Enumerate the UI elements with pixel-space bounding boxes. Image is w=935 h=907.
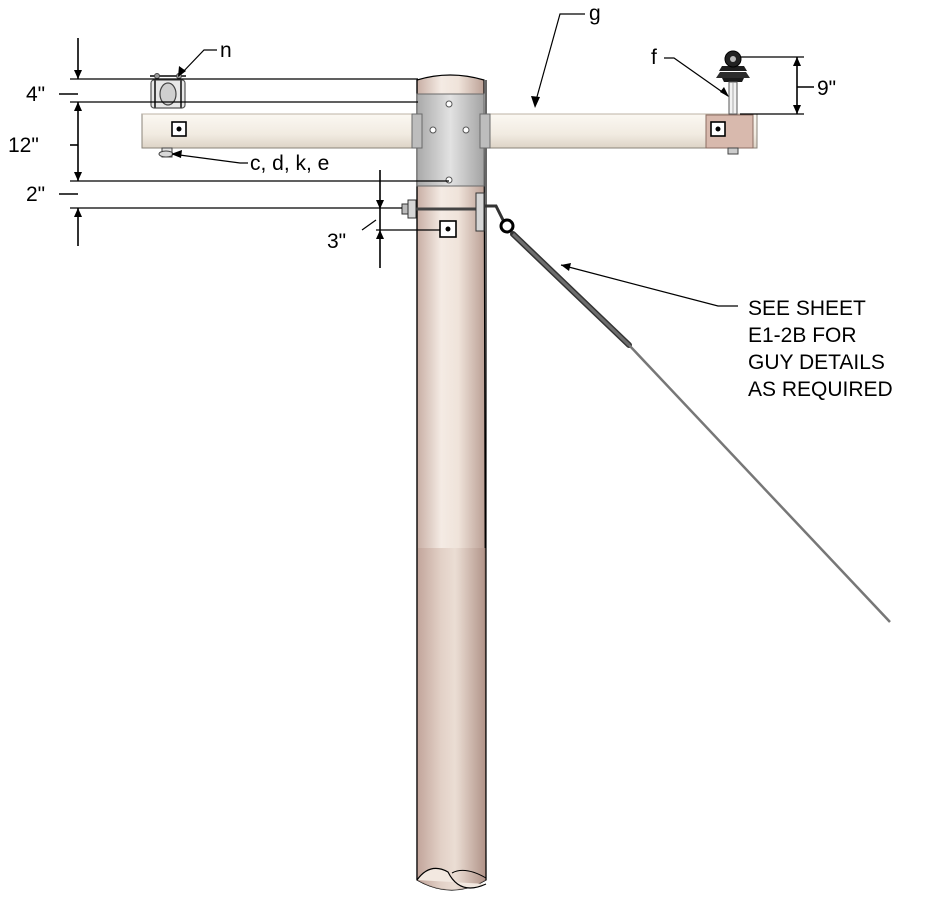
pole bbox=[416, 74, 487, 891]
guy-dimension bbox=[361, 170, 440, 268]
note-line-2: E1-2B FOR bbox=[748, 324, 857, 347]
left-dimensions bbox=[59, 38, 449, 246]
guy-wire bbox=[510, 231, 891, 623]
crossarm-bracket bbox=[411, 93, 491, 187]
note-line-3: GUY DETAILS bbox=[748, 351, 885, 374]
callout-g: g bbox=[589, 2, 601, 25]
callout-hardware: c, d, k, e bbox=[250, 152, 329, 175]
clevis-insulator bbox=[150, 73, 186, 158]
insulator-dimension bbox=[740, 56, 814, 115]
pin-insulator bbox=[716, 50, 750, 155]
guy-details-note: SEE SHEET E1-2B FOR GUY DETAILS AS REQUI… bbox=[748, 295, 893, 403]
note-line-4: AS REQUIRED bbox=[748, 378, 893, 401]
dimension-9-inch: 9" bbox=[817, 77, 836, 100]
note-line-1: SEE SHEET bbox=[748, 297, 866, 320]
dimension-4-inch: 4" bbox=[26, 83, 45, 106]
dimension-2-inch: 2" bbox=[26, 183, 45, 206]
callout-n: n bbox=[220, 39, 232, 62]
leader-lines bbox=[171, 13, 738, 307]
dimension-12-inch: 12" bbox=[8, 134, 39, 157]
guy-attachment bbox=[401, 192, 515, 238]
dimension-3-inch: 3" bbox=[327, 230, 346, 253]
callout-f: f bbox=[651, 46, 657, 69]
